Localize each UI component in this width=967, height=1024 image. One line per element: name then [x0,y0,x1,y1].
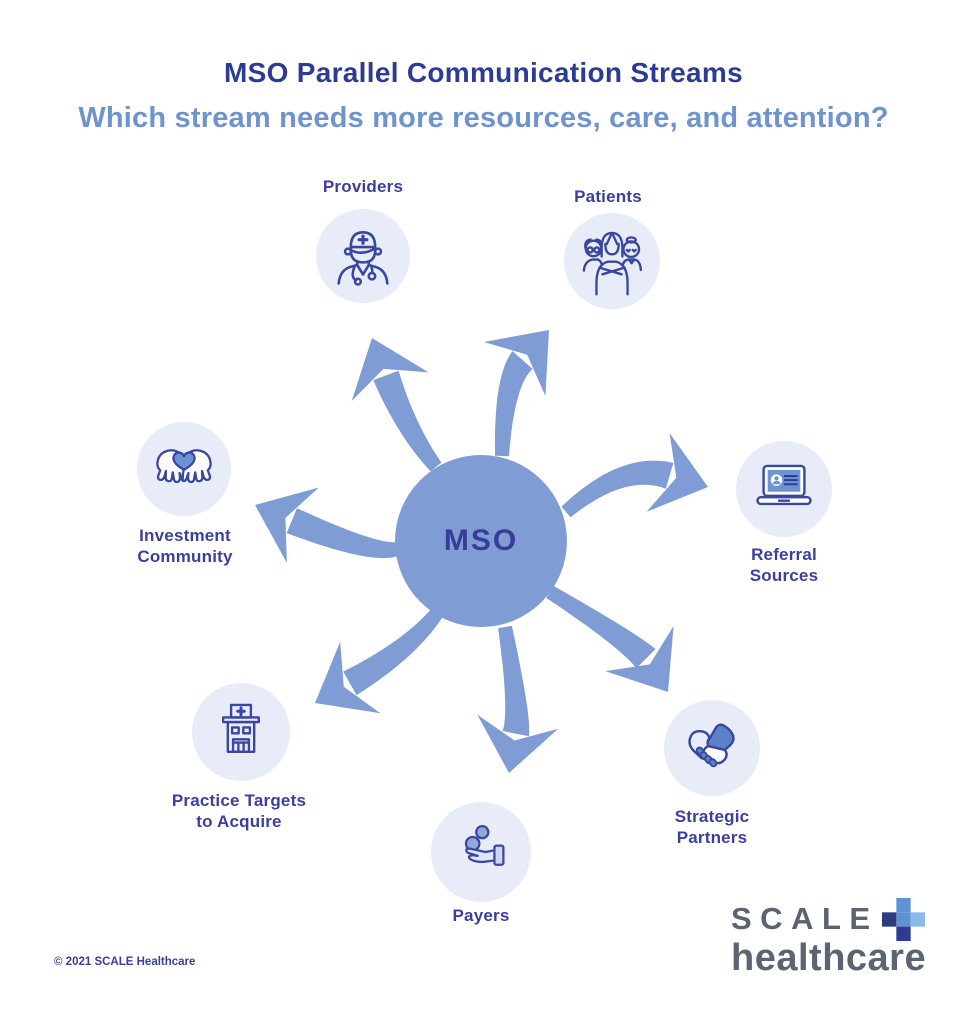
arrow-head-to-payers [477,714,559,773]
arrow-head-to-strategic-partners [605,626,674,692]
hands-heart-icon [156,449,212,484]
plus-icon [881,898,925,941]
patients-icon [582,231,643,296]
page-title: MSO Parallel Communication Streams [223,57,743,88]
label-practice-targets: Practice Targets to Acquire [171,791,307,831]
coins-in-hand-icon [464,824,505,866]
doctor-icon [337,231,389,286]
arrow-body-to-strategic-partners [546,586,656,669]
node-practice-targets [192,683,290,781]
node-patients [564,213,660,309]
node-providers [316,209,410,303]
node-strategic-partners [664,700,760,796]
mso-label: MSO [443,524,519,557]
handshake-heart-icon [688,723,735,768]
arrow-body-to-referral-sources [561,460,674,518]
label-payers: Payers [452,906,510,925]
label-referral-sources: Referral Sources [749,545,819,585]
node-payers [431,802,531,902]
arrow-head-to-practice-targets [315,641,381,714]
label-strategic-partners: Strategic Partners [674,807,750,847]
arrow-body-to-payers [498,625,530,737]
label-patients: Patients [574,187,642,206]
arrow-body-to-practice-targets [343,608,443,696]
arrow-head-to-investment-community [255,487,319,563]
copyright-text: © 2021 SCALE Healthcare [54,956,196,968]
arrow-body-to-investment-community [286,508,399,559]
arrow-body-to-providers [373,370,442,472]
arrow-body-to-patients [494,351,533,457]
arrow-head-to-patients [483,330,549,397]
logo-brand-text: SCALE [731,901,879,936]
scale-healthcare-logo: SCALE healthcare [731,897,951,980]
logo-sub-text: healthcare [731,937,927,979]
label-investment-community: Investment Community [137,526,233,566]
arrow-head-to-referral-sources [646,433,708,512]
laptop-contact-icon [756,464,812,506]
clinic-building-icon [221,703,261,753]
page-subtitle: Which stream needs more resources, care,… [78,102,889,134]
node-referral-sources [736,441,832,537]
arrow-head-to-providers [351,338,429,401]
mso-center-circle: MSO [395,455,567,627]
node-investment-community [137,422,231,516]
label-providers: Providers [322,177,404,196]
